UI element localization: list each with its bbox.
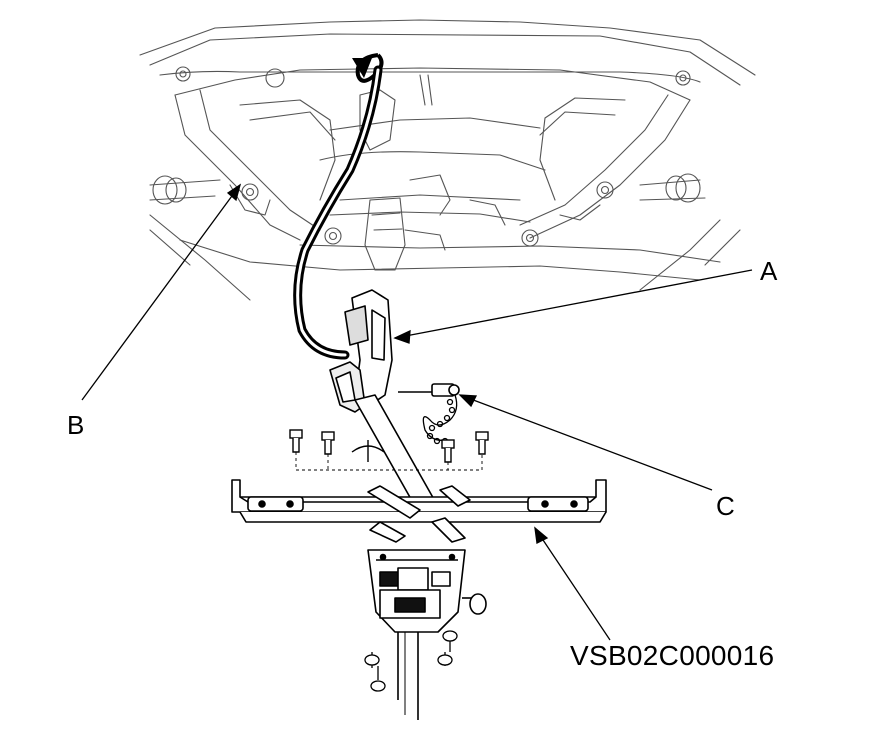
leader-lines — [81, 183, 753, 641]
leader-line-b — [81, 184, 241, 401]
pin-chain — [422, 394, 458, 445]
callout-label-a: A — [760, 256, 778, 286]
securing-strap — [293, 65, 383, 360]
leader-line-c — [459, 394, 713, 491]
callout-label-c: C — [716, 491, 735, 521]
leader-line-a — [394, 269, 753, 339]
callout-label-b: B — [67, 410, 85, 440]
transmission-jack — [367, 549, 487, 720]
vehicle-underbody — [139, 19, 756, 301]
jack-attachment — [329, 289, 460, 516]
figure-code: VSB02C000016 — [570, 640, 775, 671]
lower-nuts — [364, 630, 458, 692]
rotation-arrow — [352, 53, 384, 83]
leader-line-code — [534, 527, 611, 641]
jack-base-plate — [231, 479, 607, 543]
bolt-guide-lines — [295, 452, 483, 471]
mounting-bolts — [289, 429, 489, 463]
